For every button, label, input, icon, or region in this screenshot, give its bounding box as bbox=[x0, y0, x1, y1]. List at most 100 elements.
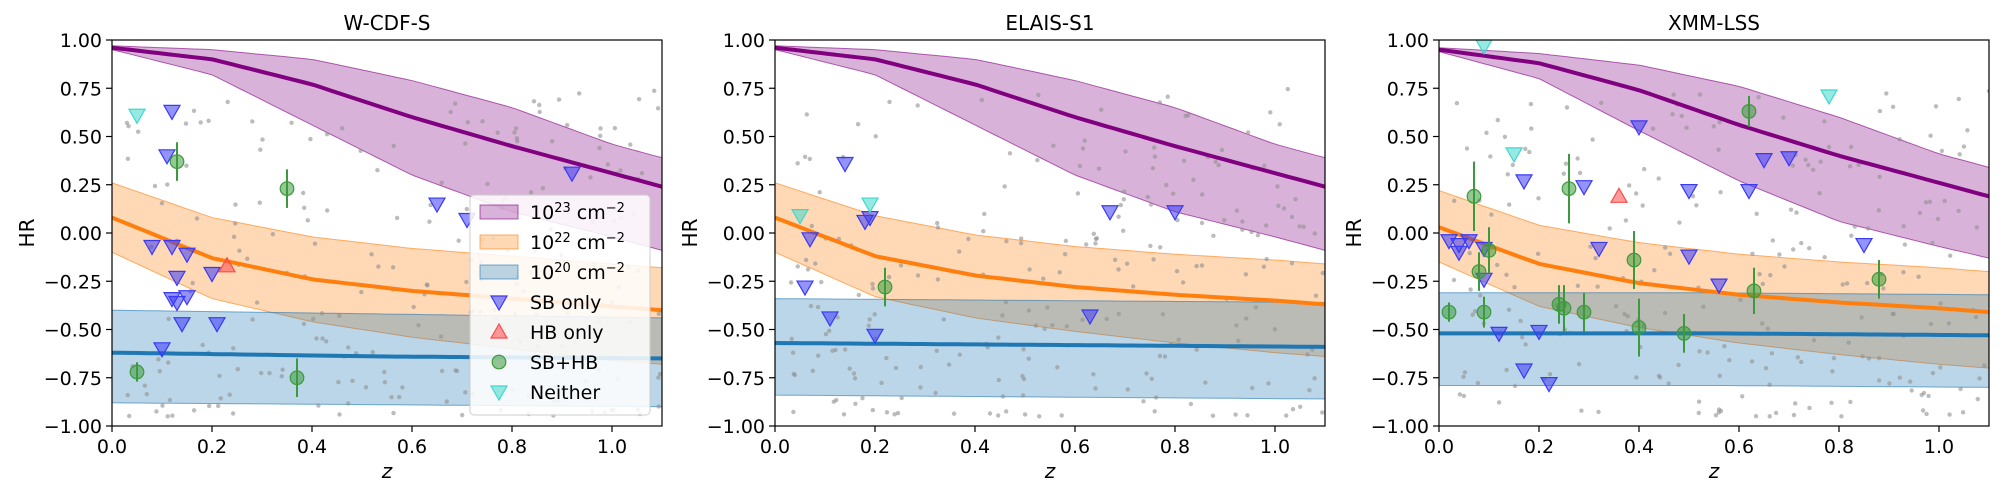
y-tick-label: 0.75 bbox=[60, 78, 102, 100]
point-sb-only bbox=[795, 280, 815, 297]
background-source-dot bbox=[308, 136, 313, 142]
background-source-dot bbox=[1657, 375, 1663, 380]
background-source-dot bbox=[316, 403, 321, 408]
background-source-dot bbox=[465, 120, 470, 125]
panel-title: ELAIS-S1 bbox=[1005, 11, 1094, 35]
background-source-dot bbox=[394, 215, 400, 221]
point-neither bbox=[1819, 89, 1839, 106]
background-source-dot bbox=[816, 353, 821, 358]
background-source-dot bbox=[1690, 194, 1696, 199]
background-source-dot bbox=[1760, 281, 1765, 287]
background-source-dot bbox=[1852, 224, 1857, 229]
point-sb-only bbox=[1754, 153, 1774, 169]
background-source-dot bbox=[1770, 238, 1775, 243]
background-source-dot bbox=[870, 286, 876, 291]
background-source-dot bbox=[1153, 395, 1159, 400]
background-source-dot bbox=[325, 208, 330, 213]
background-source-dot bbox=[823, 332, 829, 337]
point-sb-hb bbox=[1556, 300, 1572, 316]
background-source-dot bbox=[1782, 264, 1787, 269]
background-source-dot bbox=[1245, 413, 1250, 418]
background-source-dot bbox=[1000, 313, 1005, 318]
background-source-dot bbox=[1037, 414, 1042, 419]
background-source-dot bbox=[1222, 218, 1227, 223]
background-source-dot bbox=[792, 372, 797, 378]
band-center-line bbox=[112, 45, 662, 189]
point-sb-hb bbox=[1871, 271, 1887, 287]
background-source-dot bbox=[1027, 267, 1032, 272]
background-source-dot bbox=[1148, 202, 1154, 207]
point-sb-hb bbox=[1481, 242, 1497, 258]
background-source-dot bbox=[1781, 115, 1786, 120]
background-source-dot bbox=[835, 315, 840, 320]
background-source-dot bbox=[884, 410, 890, 415]
x-tick-label: 0.0 bbox=[760, 436, 790, 458]
point-sb-only bbox=[202, 266, 222, 283]
background-source-dot bbox=[126, 124, 131, 129]
background-source-dot bbox=[170, 413, 175, 418]
background-source-dot bbox=[1840, 282, 1845, 287]
background-source-dot bbox=[1974, 225, 1979, 230]
point-sb-only bbox=[207, 317, 227, 333]
background-source-dot bbox=[1670, 112, 1675, 117]
background-source-dot bbox=[1164, 182, 1169, 188]
band-center-line bbox=[775, 341, 1325, 349]
background-source-dot bbox=[1160, 312, 1166, 317]
background-source-dot bbox=[1930, 240, 1935, 246]
background-source-dot bbox=[1194, 263, 1199, 269]
background-source-dot bbox=[1041, 276, 1046, 281]
background-source-dot bbox=[815, 304, 821, 310]
panel-title: XMM-LSS bbox=[1668, 11, 1760, 35]
background-source-dot bbox=[1769, 351, 1775, 356]
background-source-dot bbox=[577, 91, 582, 96]
y-tick-label: 0.50 bbox=[1387, 127, 1429, 149]
background-source-dot bbox=[1768, 273, 1773, 278]
background-source-dot bbox=[1667, 251, 1673, 256]
background-source-dot bbox=[830, 348, 835, 353]
background-source-dot bbox=[280, 367, 285, 372]
point-sb-hb bbox=[1741, 104, 1757, 119]
background-source-dot bbox=[1684, 125, 1689, 130]
background-source-dot bbox=[866, 323, 871, 328]
background-source-dot bbox=[1927, 199, 1933, 204]
background-source-dot bbox=[628, 142, 633, 147]
background-source-dot bbox=[1116, 311, 1121, 317]
background-source-dot bbox=[1236, 338, 1241, 344]
background-source-dot bbox=[1064, 324, 1070, 329]
background-source-dot bbox=[1505, 172, 1510, 177]
background-source-dot bbox=[1475, 380, 1481, 386]
background-source-dot bbox=[1928, 133, 1933, 138]
background-source-dot bbox=[1877, 108, 1883, 114]
background-source-dot bbox=[946, 362, 952, 367]
background-source-dot bbox=[1093, 241, 1098, 246]
background-source-dot bbox=[411, 304, 416, 310]
point-neither bbox=[127, 108, 147, 125]
background-source-dot bbox=[1856, 162, 1861, 167]
background-source-dot bbox=[183, 121, 189, 126]
background-source-dot bbox=[802, 154, 808, 159]
background-source-dot bbox=[1484, 130, 1489, 135]
background-source-dot bbox=[1960, 410, 1966, 415]
background-source-dot bbox=[892, 412, 897, 417]
background-source-dot bbox=[369, 252, 374, 257]
background-source-dot bbox=[1749, 359, 1755, 364]
background-source-dot bbox=[656, 404, 661, 409]
background-source-dot bbox=[1093, 386, 1098, 391]
background-source-dot bbox=[1576, 362, 1582, 367]
background-source-dot bbox=[1200, 192, 1205, 197]
background-source-dot bbox=[1921, 390, 1927, 396]
background-source-dot bbox=[935, 220, 940, 226]
background-source-dot bbox=[376, 264, 381, 269]
background-source-dot bbox=[1467, 250, 1472, 256]
background-source-dot bbox=[1528, 101, 1534, 107]
background-source-dot bbox=[1284, 413, 1289, 418]
background-source-dot bbox=[206, 118, 211, 124]
background-source-dot bbox=[1145, 194, 1150, 200]
background-source-dot bbox=[1831, 356, 1837, 361]
point-neither bbox=[790, 209, 810, 225]
background-source-dot bbox=[311, 316, 316, 322]
background-source-dot bbox=[460, 412, 465, 418]
background-source-dot bbox=[142, 383, 147, 388]
background-source-dot bbox=[618, 168, 623, 173]
background-source-dot bbox=[843, 347, 848, 352]
